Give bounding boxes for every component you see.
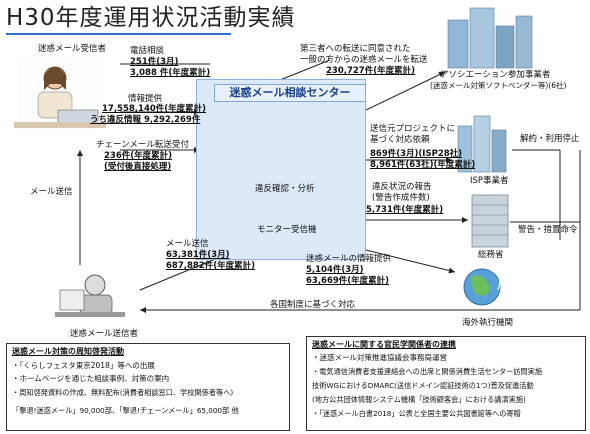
awareness-item: ・ホームページを通じた相談事例、対策の案内 <box>12 374 170 383</box>
info-year: 17,558,140件(年度累計) <box>102 104 207 114</box>
ministry-label: 総務省 <box>478 250 504 260</box>
mail-send-vertical-label: メール送信 <box>30 187 73 197</box>
third-party-label1: 第三者への転送に同意された <box>300 44 411 54</box>
chain-label: チェーンメール転送受付 <box>96 140 189 150</box>
collaboration-item: ・電気通信消費者支援連絡会への出席と関係消費生活センター訪問実施 <box>312 367 543 376</box>
arrow-sender-center <box>139 254 226 291</box>
recipient-illustration <box>14 58 106 130</box>
center-title: 迷惑メール相談センター <box>214 84 366 102</box>
arrow-association <box>365 71 446 111</box>
association-label: アソシエーション参加事業者 <box>440 70 551 80</box>
isp-proj-label2: 送信元プロジェクトに <box>370 124 456 134</box>
isp-buildings <box>457 115 507 173</box>
collaboration-item: (地方公共団体情報システム機構「技術顧客会」における講演実施) <box>312 395 526 404</box>
foreign-info-month: 5,104件(3月) <box>306 265 364 275</box>
mail-send-center-month: 63,381件(3月) <box>166 250 230 260</box>
awareness-item: ・「くらしフェスタ東京2018」等への出展 <box>12 361 155 370</box>
isp-label: ISP事業者 <box>470 176 509 186</box>
sender-label: 迷惑メール送信者 <box>70 329 139 339</box>
isp-proj-label3: 基づく対応依頼 <box>370 135 430 145</box>
report-year: 5,731件(年度累計) <box>366 205 444 215</box>
center-box <box>196 79 366 260</box>
awareness-panel-title: 迷惑メール対策の周知啓発活動 <box>12 347 124 356</box>
report-label1: 違反状況の報告 <box>372 182 432 192</box>
analysis-label: 違反確認・分析 <box>255 184 315 194</box>
collaboration-panel <box>306 336 586 431</box>
title-underline <box>6 33 231 35</box>
chain-sub: (受付後直接処理) <box>104 162 172 172</box>
association-buildings <box>447 7 533 69</box>
legal-label: 各国制度に基づく対応 <box>270 300 356 310</box>
consult-year: 3,088 件(年度累計) <box>130 68 211 78</box>
info-label: 情報提供 <box>128 94 163 104</box>
foreign-label: 海外執行機関 <box>462 318 514 328</box>
info-sub: うち違反情報 9,292,269件 <box>90 115 201 125</box>
third-party-count: 230,727件(年度累計) <box>326 66 415 76</box>
collaboration-panel-title: 迷惑メールに関する官民学関係者の連携 <box>312 340 456 349</box>
report-label2: (警告作成件数) <box>372 193 430 203</box>
ministry-building <box>471 194 509 248</box>
third-party-label2: 一般の方からの迷惑メールを転送 <box>300 55 428 65</box>
association-sub: (迷惑メール対策ソフトベンダー等)(6社) <box>430 81 567 90</box>
foreign-info-label: 迷惑メールの情報提供 <box>306 254 392 264</box>
ministry-action-label: 警告・措置命令 <box>518 225 578 235</box>
globe-illustration <box>463 268 501 306</box>
recipient-label: 迷惑メール受信者 <box>38 44 107 54</box>
collaboration-item: ・迷惑メール対策推進協議会事務局運営 <box>312 353 447 362</box>
sender-illustration <box>55 274 125 317</box>
awareness-item: 「撃退!迷惑メール」90,000部、「撃退!チェーンメール」65,000部 他 <box>12 406 239 415</box>
awareness-panel <box>6 343 290 431</box>
awareness-item: ・周知啓発資料の作成、無料配布(消費者相談窓口、学校関係者等へ) <box>12 388 234 397</box>
chain-year: 236件(年度累計) <box>104 151 173 161</box>
foreign-info-year: 63,669件(年度累計) <box>306 276 390 286</box>
isp-stop-label: 解約・利用停止 <box>520 134 580 144</box>
arrow-foreign <box>365 249 456 274</box>
collaboration-item: ・「迷惑メール白書2018」公表と全国主要公共図書館等への寄贈 <box>312 409 521 418</box>
page-title: H30年度運用状況活動実績 <box>6 5 296 31</box>
monitor-label: モニター受信機 <box>257 225 317 235</box>
mail-send-center-year: 687,882件(年度累計) <box>166 261 255 271</box>
collaboration-item: 技術WGにおけるDMARC(送信ドメイン認証技術の1つ)普及促進活動 <box>312 381 534 390</box>
isp-proj-month: 869件(3月)(ISP28社) <box>370 149 463 159</box>
isp-proj-year: 8,961件(63社)(年度累計) <box>370 160 476 170</box>
arrow-third-party <box>274 59 331 83</box>
consult-label: 電話相談 <box>130 46 165 56</box>
consult-month: 251件(3月) <box>130 57 179 67</box>
mail-send-center-label: メール送信 <box>166 239 209 249</box>
